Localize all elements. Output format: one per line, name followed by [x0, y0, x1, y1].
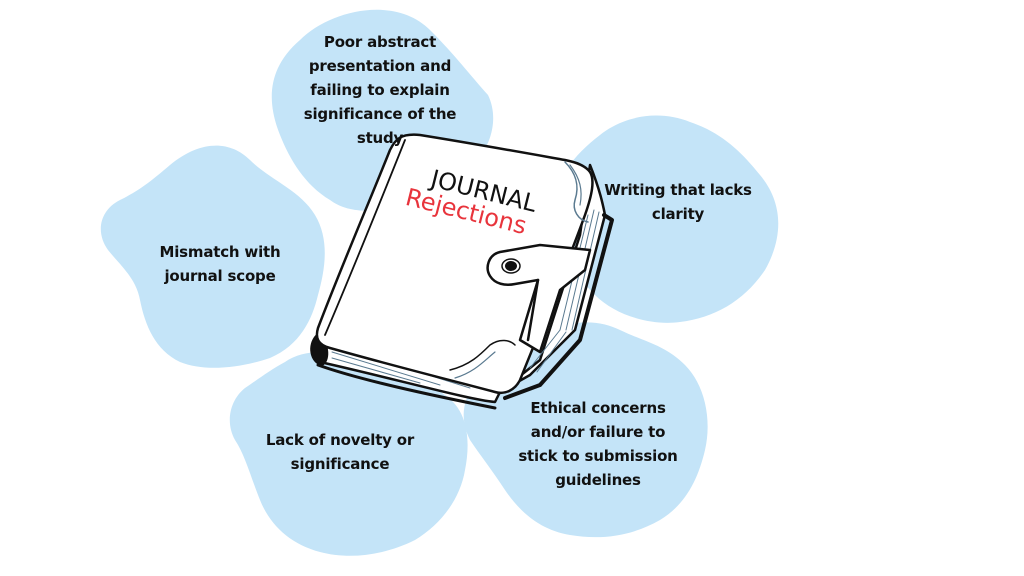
- blob-novelty: [229, 352, 468, 556]
- snap-button-icon: [505, 261, 517, 271]
- blob-clarity: [554, 115, 779, 323]
- blob-scope: [100, 145, 325, 368]
- reason-clarity: Writing that lacks clarity: [604, 181, 752, 223]
- reason-novelty: Lack of novelty or significance: [265, 431, 415, 473]
- reason-ethics: Ethical concerns and/or failure to stick…: [518, 399, 678, 489]
- journal-book-illustration: [310, 133, 614, 410]
- reason-abstract: Poor abstract presentation and failing t…: [303, 33, 457, 147]
- reason-scope: Mismatch with journal scope: [159, 243, 281, 285]
